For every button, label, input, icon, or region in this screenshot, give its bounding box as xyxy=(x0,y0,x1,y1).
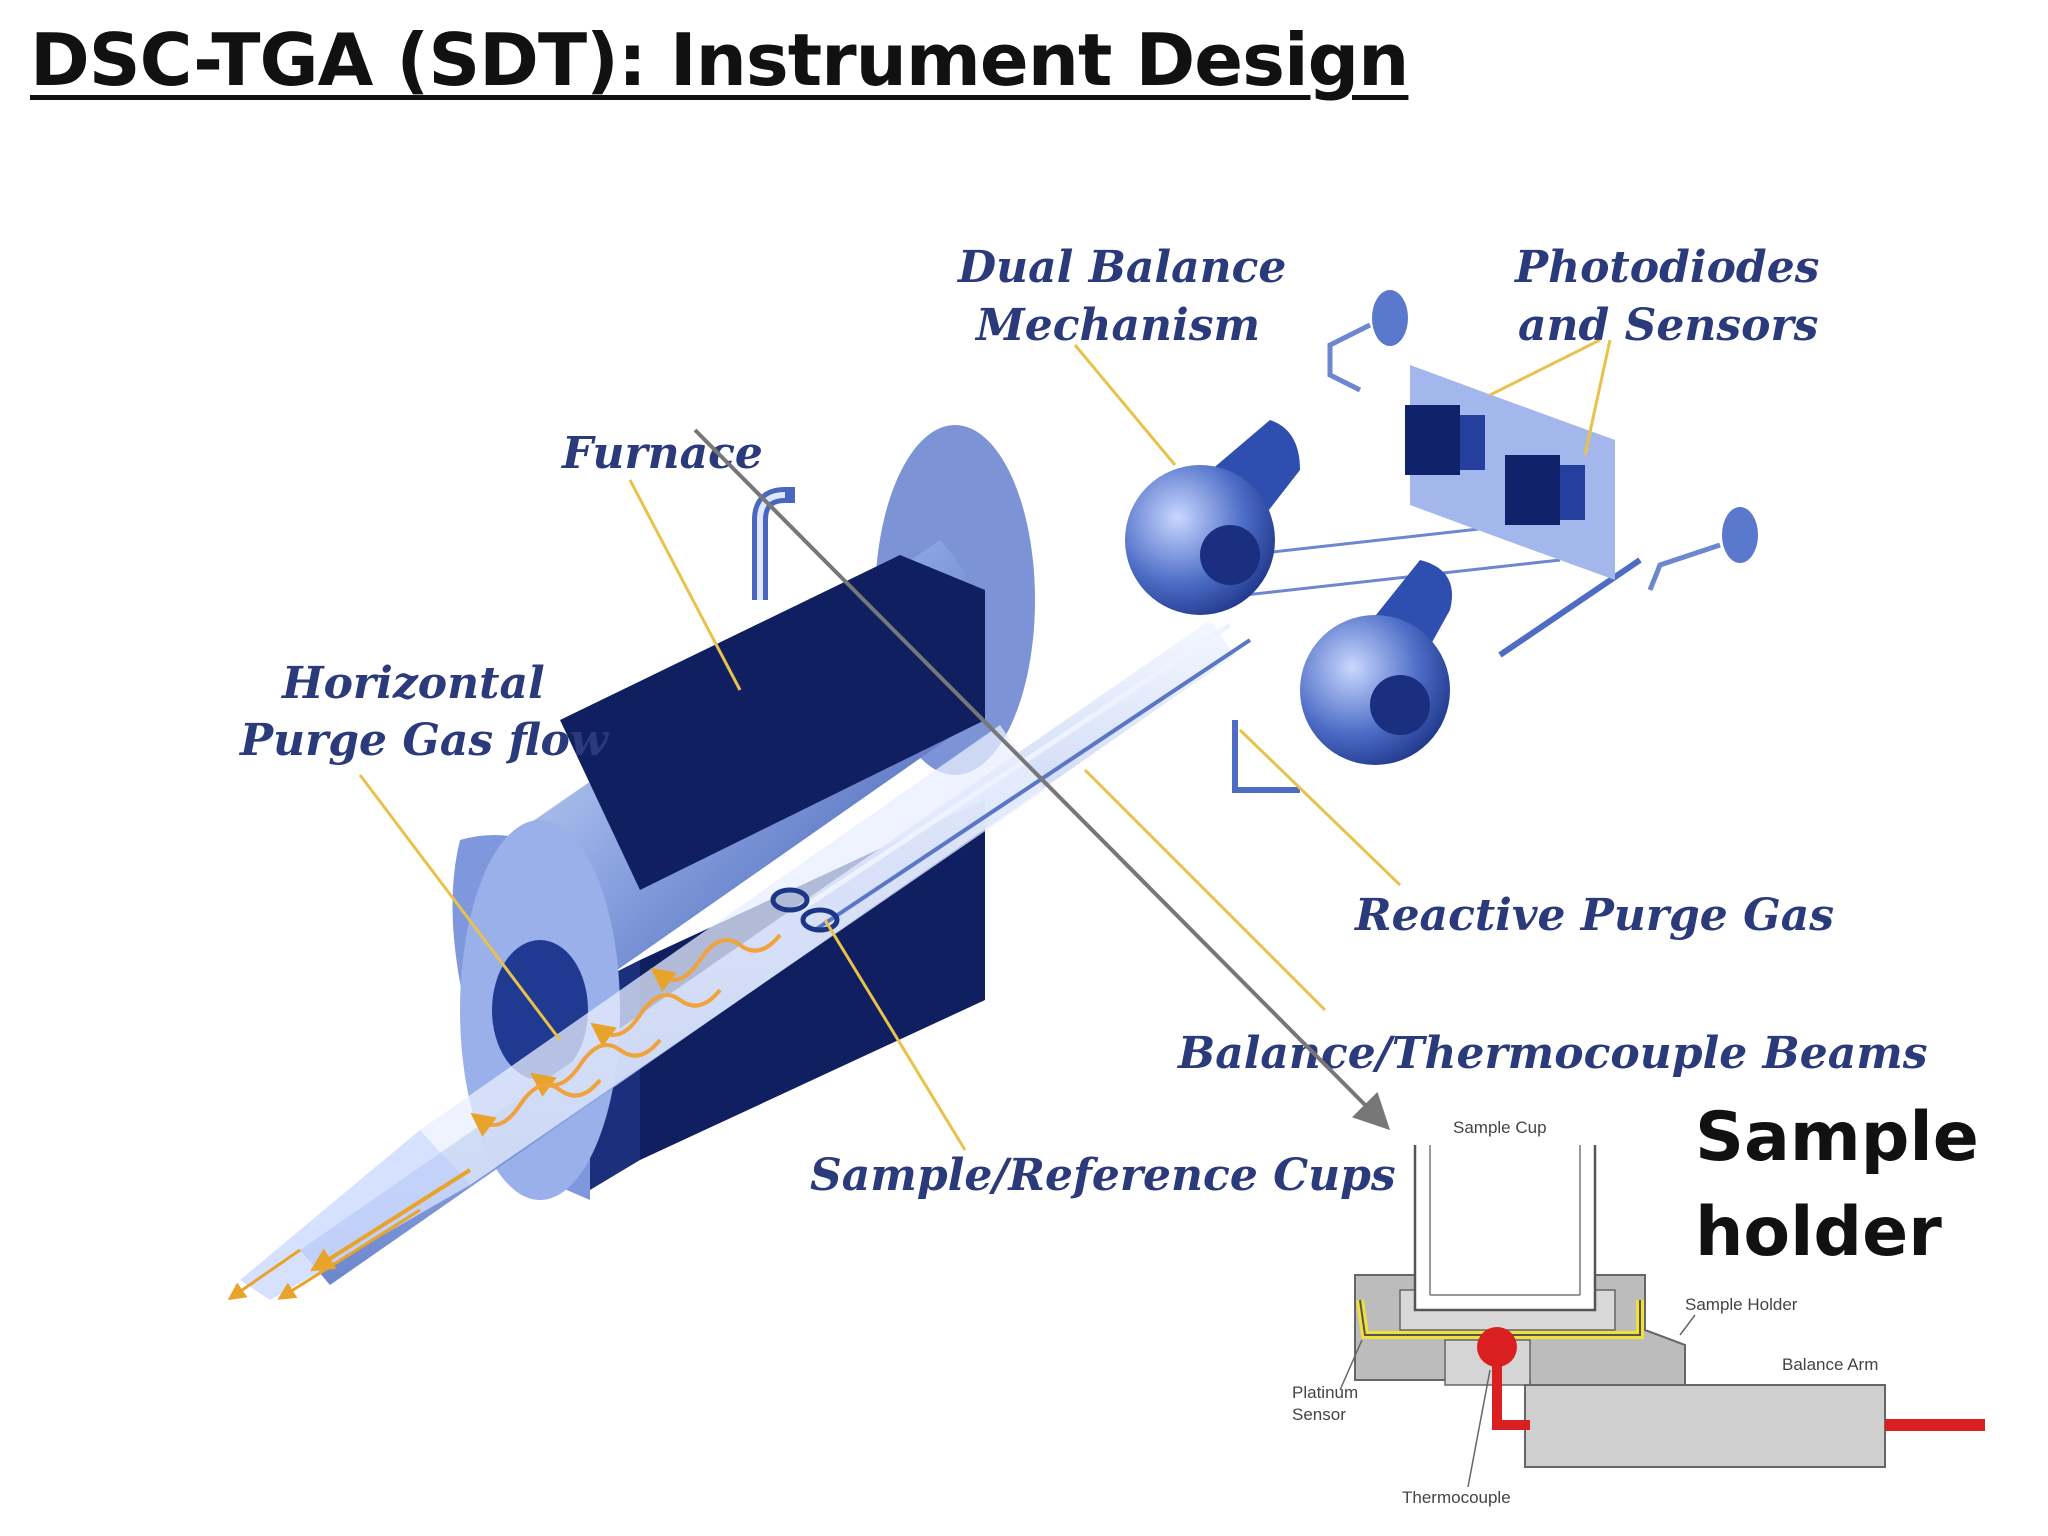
label-reactive-purge-gas: Reactive Purge Gas xyxy=(1353,890,1834,941)
inset-label-sample-holder: Sample Holder xyxy=(1685,1295,1798,1314)
label-dual-balance: Dual Balance xyxy=(956,242,1286,293)
label-furnace: Furnace xyxy=(560,428,763,479)
label-dual-balance-2: Mechanism xyxy=(974,300,1260,351)
inset-label-balance-arm: Balance Arm xyxy=(1782,1355,1878,1374)
inset-label-sample-cup: Sample Cup xyxy=(1453,1118,1547,1137)
sample-reference-cups xyxy=(770,887,840,933)
label-photodiodes: Photodiodes xyxy=(1513,242,1819,293)
inset-heading-2: holder xyxy=(1695,1193,1942,1272)
inset-label-platinum: Platinum xyxy=(1292,1383,1358,1402)
page-title: DSC-TGA (SDT): Instrument Design xyxy=(30,18,1409,102)
label-cups: Sample/Reference Cups xyxy=(810,1150,1396,1201)
label-photodiodes-2: and Sensors xyxy=(1518,300,1818,351)
callout-arrow xyxy=(693,428,1391,1131)
label-horizontal: Horizontal xyxy=(280,658,545,709)
label-horizontal-2: Purge Gas flow xyxy=(238,715,610,766)
label-beams: Balance/Thermocouple Beams xyxy=(1176,1028,1928,1079)
leader-lines xyxy=(358,338,1612,1151)
inset-heading: Sample xyxy=(1695,1098,1979,1177)
inset-label-platinum-2: Sensor xyxy=(1292,1405,1346,1424)
inset-label-thermocouple: Thermocouple xyxy=(1402,1488,1511,1507)
sample-holder-inset xyxy=(1339,1145,1985,1488)
purge-gas-flow xyxy=(227,933,782,1301)
dual-balance-mechanism xyxy=(1125,420,1642,793)
